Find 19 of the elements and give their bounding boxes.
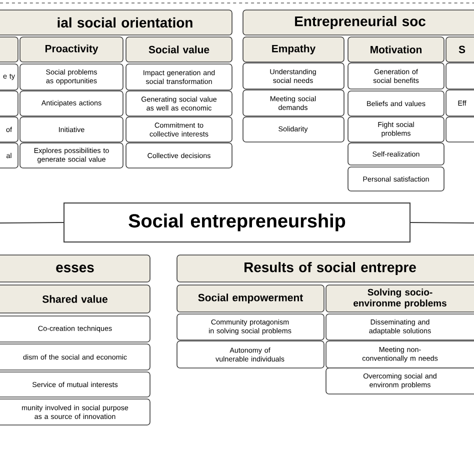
- table-cell: [446, 116, 474, 142]
- connector-line: [410, 222, 474, 224]
- column-header: Social value: [126, 36, 232, 62]
- table-cell: [0, 90, 18, 116]
- table-cell: [446, 62, 474, 90]
- column-header: Proactivity: [20, 36, 124, 62]
- connector-line: [0, 222, 64, 224]
- group-header: Entrepreneurial soc: [242, 10, 474, 36]
- column-header: Social empowerment: [176, 284, 324, 312]
- group-header: esses: [0, 254, 150, 282]
- column-header: S: [446, 36, 474, 62]
- title-box: Social entrepreneurship: [64, 202, 411, 242]
- column-header: Motivation: [348, 36, 444, 62]
- column-header: Empathy: [242, 36, 344, 62]
- column-header: Solving socio-environme problems: [326, 284, 474, 312]
- column-header: [0, 36, 18, 62]
- column-header: Shared value: [0, 284, 150, 314]
- group-header: ial social orientation: [0, 10, 232, 36]
- group-header: Results of social entrepre: [176, 254, 474, 282]
